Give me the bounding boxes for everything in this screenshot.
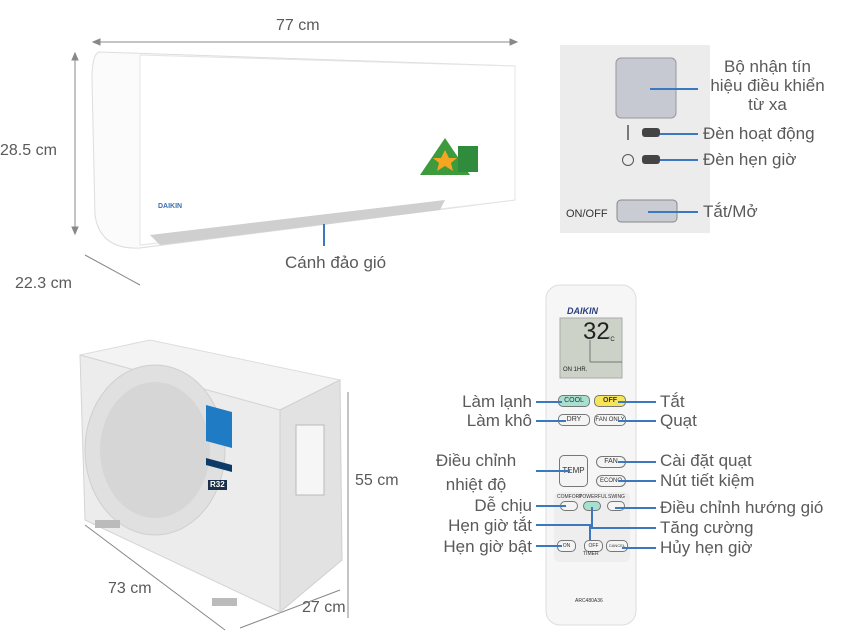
outdoor-height-label: 55 cm (355, 472, 399, 489)
timer-lamp-callout-line (660, 159, 698, 161)
timer-off-callout-line (536, 524, 590, 526)
off-label: Tắt (660, 392, 685, 411)
indoor-height-label: 28.5 cm (0, 142, 57, 159)
powerful-label: Tăng cường (660, 518, 754, 537)
off-button[interactable]: OFF (594, 395, 626, 407)
dimension-lines (71, 38, 519, 631)
comfort-callout-line (536, 505, 566, 507)
temp-label-line: nhiệt độ (445, 475, 507, 494)
powerful-callout-line (591, 527, 656, 529)
temp-label: Điều chỉnh nhiệt độ (430, 449, 522, 497)
outdoor-refrigerant-badge: R32 (208, 480, 227, 490)
outdoor-width-label: 73 cm (108, 580, 152, 597)
comfort-text: COMFORT (557, 494, 583, 500)
timer-on-label: Hẹn giờ bật (443, 537, 532, 556)
powerful-callout-drop (591, 507, 593, 527)
indoor-depth-label: 22.3 cm (15, 275, 72, 292)
operation-lamp-label: Đèn hoạt động (703, 124, 815, 143)
fan-callout-line (618, 461, 656, 463)
receiver-label-line: Bộ nhận tín (724, 57, 811, 76)
receiver-label-line: hiệu điều khiển (710, 76, 825, 95)
swing-callout-line (615, 507, 656, 509)
outdoor-unit-drawing (79, 339, 343, 614)
indoor-unit-drawing: DAIKIN (91, 51, 516, 249)
cancel-callout-line (622, 547, 656, 549)
cancel-label: Hủy hẹn giờ (660, 538, 753, 557)
onoff-label: Tắt/Mở (703, 202, 758, 221)
econo-label: Nút tiết kiệm (660, 471, 755, 490)
remote-display-temp: 32 (583, 318, 610, 345)
louver-label: Cánh đảo gió (285, 253, 387, 272)
onoff-button-text: ON/OFF (566, 208, 608, 220)
remote-display-bottom: ON 1HR. (563, 367, 588, 373)
comfort-label: Dễ chịu (474, 496, 532, 515)
indoor-panel-drawing (560, 45, 710, 233)
fan-only-callout-line (618, 420, 656, 422)
onoff-callout-line (648, 211, 698, 213)
indoor-width-label: 77 cm (276, 17, 320, 34)
receiver-label: Bộ nhận tín hiệu điều khiển từ xa (700, 57, 835, 114)
timer-on-callout-line (536, 545, 562, 547)
timer-off-label: Hẹn giờ tắt (448, 516, 532, 535)
powerful-text: POWERFUL (579, 494, 608, 500)
dry-callout-line (536, 420, 566, 422)
dry-button[interactable]: DRY (558, 414, 590, 426)
receiver-callout-line (650, 88, 698, 90)
svg-text:DAIKIN: DAIKIN (158, 203, 182, 210)
swing-text: SWING (608, 494, 625, 500)
econo-callout-line (618, 480, 656, 482)
fan-only-button[interactable]: FAN ONLY (594, 414, 626, 426)
swing-button[interactable] (607, 501, 625, 511)
outdoor-depth-label: 27 cm (302, 599, 346, 616)
remote-display-unit: °C (608, 337, 615, 343)
timer-text: TIMER (583, 551, 599, 557)
remote-model: ARC480A36 (575, 598, 603, 604)
cool-label: Làm lạnh (462, 392, 532, 411)
timer-off-callout-drop (589, 524, 591, 540)
temp-label-line: Điều chỉnh (435, 451, 517, 470)
louver-callout-line (323, 224, 325, 246)
fan-label: Cài đặt quạt (660, 451, 752, 470)
remote-brand: DAIKIN (567, 306, 598, 316)
cancel-button[interactable]: CANCEL (606, 540, 628, 552)
timer-off-button[interactable]: OFF (584, 540, 603, 552)
timer-lamp-label: Đèn hẹn giờ (703, 150, 797, 169)
dry-label: Làm khô (466, 411, 532, 430)
fan-only-label: Quạt (660, 411, 697, 430)
cool-button[interactable]: COOL (558, 395, 590, 407)
off-callout-line (618, 401, 656, 403)
temp-callout-line (536, 470, 570, 472)
swing-label: Điều chỉnh hướng gió (660, 498, 824, 517)
operation-lamp-callout-line (660, 133, 698, 135)
receiver-label-line: từ xa (748, 95, 787, 114)
cool-callout-line (536, 401, 562, 403)
